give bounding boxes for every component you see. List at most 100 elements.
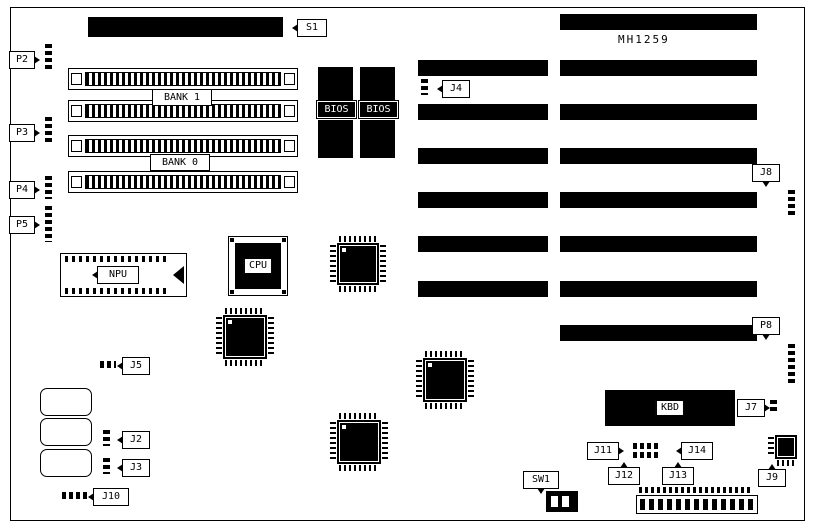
callout-p4: P4	[9, 181, 40, 199]
callout-j4: J4	[437, 80, 470, 98]
p5-connector	[45, 206, 52, 242]
j7-jumper	[770, 400, 777, 414]
isa-slot	[560, 14, 757, 30]
bios-right-label: BIOS	[358, 100, 399, 119]
jumper-block-row	[633, 443, 661, 449]
callout-s1: S1	[292, 19, 327, 37]
j10-jumper	[62, 492, 88, 499]
qfp-pin1-dot	[428, 363, 432, 367]
qfp-pins	[339, 236, 377, 242]
j4-jumper	[421, 79, 428, 95]
qfp-pins	[339, 286, 377, 292]
simm-latch	[284, 140, 295, 152]
qfp-pins	[468, 360, 474, 400]
qfp-chip	[330, 413, 388, 471]
callout-j12: J12	[608, 462, 640, 485]
cpu-corner	[230, 238, 234, 242]
simm-latch	[71, 176, 82, 188]
cpu-corner	[230, 290, 234, 294]
simm-latch	[284, 105, 295, 117]
qfp-pins	[777, 460, 795, 466]
bios-chip	[360, 67, 395, 101]
kbd-label: KBD	[655, 400, 685, 416]
p8-connector	[788, 344, 795, 384]
qfp-body	[775, 435, 797, 459]
rounded-component	[40, 388, 92, 416]
callout-j9: J9	[758, 464, 786, 487]
callout-p3: P3	[9, 124, 40, 142]
j9-chip	[768, 428, 804, 466]
bank1-label: BANK 1	[152, 89, 212, 106]
isa-slot	[560, 325, 757, 341]
board-outline	[10, 7, 805, 521]
kbd-chip: KBD	[605, 390, 735, 426]
simm-latch	[71, 73, 82, 85]
isa-slot	[418, 192, 548, 208]
bios-chip	[360, 120, 395, 158]
bios-chip	[318, 120, 353, 158]
callout-npu: NPU	[92, 266, 139, 284]
bios-left-label: BIOS	[316, 100, 357, 119]
isa-slot	[418, 281, 548, 297]
j3-jumper	[103, 458, 110, 474]
isa-slot	[418, 60, 548, 76]
callout-j5: J5	[117, 357, 150, 375]
qfp-pins	[216, 317, 222, 357]
simm-latch	[284, 73, 295, 85]
qfp-pins	[268, 317, 274, 357]
qfp-pins	[425, 403, 465, 409]
isa-slot	[560, 236, 757, 252]
simm-pins	[85, 72, 281, 86]
s1-slot	[88, 17, 283, 37]
switch-toggle	[562, 496, 569, 507]
rounded-component	[40, 418, 92, 446]
qfp-pins	[416, 360, 422, 400]
qfp-body	[337, 420, 381, 464]
simm-slot	[68, 68, 298, 90]
isa-slot	[560, 192, 757, 208]
isa-slot	[560, 60, 757, 76]
qfp-pin1-dot	[342, 425, 346, 429]
p4-connector	[45, 176, 52, 199]
qfp-pin1-dot	[228, 320, 232, 324]
callout-j14: J14	[676, 442, 713, 460]
isa-slot	[418, 104, 548, 120]
qfp-pins	[225, 360, 265, 366]
jumper-block-row	[633, 452, 661, 458]
isa-slot	[560, 148, 757, 164]
pin-header-cells	[640, 499, 754, 510]
callout-j13: J13	[662, 462, 694, 485]
callout-j11: J11	[587, 442, 624, 460]
npu-pins-bottom	[65, 288, 170, 294]
bios-chip	[318, 67, 353, 101]
qfp-chip	[416, 351, 474, 409]
npu-notch	[173, 266, 184, 284]
qfp-pins	[380, 245, 386, 283]
simm-latch	[71, 105, 82, 117]
qfp-pins	[382, 422, 388, 462]
simm-pins	[85, 175, 281, 189]
simm-slot	[68, 171, 298, 193]
bottom-pin-header	[636, 495, 758, 514]
j8-connector	[788, 190, 795, 216]
cpu-socket: CPU	[228, 236, 288, 296]
qfp-pins	[330, 245, 336, 283]
j2-jumper	[103, 430, 110, 446]
rounded-component	[40, 449, 92, 477]
qfp-pins	[225, 308, 265, 314]
npu-pins-top	[65, 256, 170, 262]
simm-pins	[85, 139, 281, 153]
qfp-pins	[425, 351, 465, 357]
qfp-pins	[339, 413, 379, 419]
callout-p5: P5	[9, 216, 40, 234]
callout-j7: J7	[737, 399, 770, 417]
callout-j2: J2	[117, 431, 150, 449]
qfp-chip	[330, 236, 386, 292]
bank0-label: BANK 0	[150, 154, 210, 171]
isa-slot	[560, 281, 757, 297]
cpu-corner	[282, 290, 286, 294]
isa-slot	[560, 104, 757, 120]
p3-connector	[45, 117, 52, 145]
qfp-pins	[330, 422, 336, 462]
connector-pin-ticks	[639, 487, 753, 493]
